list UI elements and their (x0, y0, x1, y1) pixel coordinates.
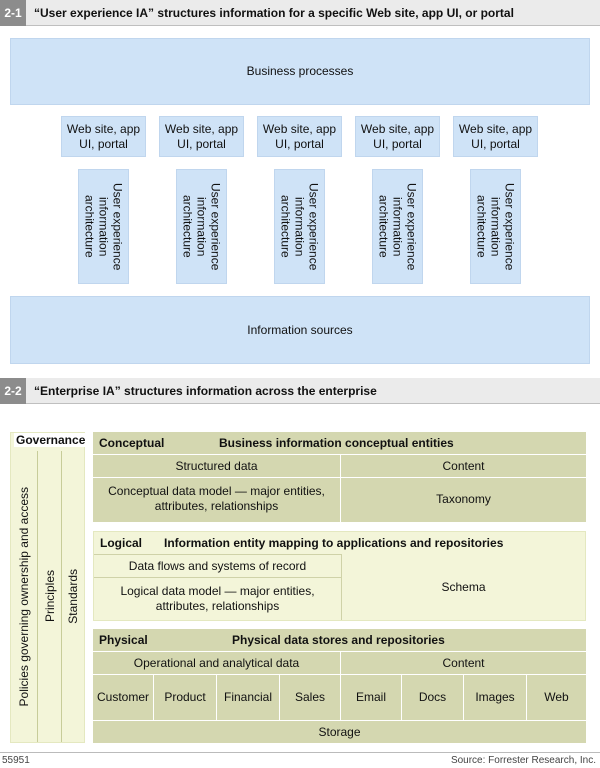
governance-principles: Principles (38, 451, 61, 742)
figure-header-2: 2-2 “Enterprise IA” structures informati… (0, 378, 600, 404)
footer-divider (0, 752, 600, 753)
figure-id: 55951 (2, 755, 30, 766)
ux-ia-box-3: User experience information architecture (274, 169, 325, 284)
customer-cell: Customer (96, 689, 149, 704)
web-cell: Web (544, 689, 569, 704)
figure-title: “Enterprise IA” structures information a… (34, 384, 377, 398)
logical-panel: Logical Information entity mapping to ap… (93, 531, 586, 621)
logical-data-model: Logical data model — major entities, att… (120, 584, 315, 613)
content-header: Content (442, 655, 485, 670)
figure-header-1: 2-1 “User experience IA” structures info… (0, 0, 600, 26)
data-flows: Data flows and systems of record (128, 558, 307, 573)
ux-ia-label: User experience information architecture (278, 182, 321, 271)
divider (61, 451, 62, 742)
ux-ia-label: User experience information architecture (474, 182, 517, 271)
physical-label: Physical (99, 633, 148, 647)
figure-title: “User experience IA” structures informat… (34, 6, 514, 20)
email-cell: Email (355, 689, 386, 704)
divider (37, 451, 38, 742)
information-sources-label: Information sources (247, 322, 353, 337)
business-processes-label: Business processes (246, 64, 354, 78)
governance-policies-label: Policies governing ownership and access (17, 486, 31, 707)
site-box-4: Web site, app UI, portal (355, 116, 440, 157)
governance-principles-label: Principles (42, 570, 57, 623)
storage-cell: Storage (318, 724, 361, 739)
logical-title: Information entity mapping to applicatio… (164, 536, 504, 550)
images-cell: Images (475, 689, 515, 704)
governance-title: Governance (14, 433, 88, 447)
conceptual-panel: Conceptual Business information conceptu… (93, 432, 586, 522)
ux-ia-label: User experience information architecture (82, 182, 125, 271)
conceptual-title: Business information conceptual entities (219, 436, 454, 450)
content-header: Content (442, 458, 485, 473)
figure-number: 2-2 (0, 378, 26, 404)
site-box-1: Web site, app UI, portal (61, 116, 146, 157)
figure-number: 2-1 (0, 0, 26, 26)
structured-data-header: Structured data (175, 458, 258, 473)
site-box-5: Web site, app UI, portal (453, 116, 538, 157)
business-processes-box: Business processes (10, 38, 590, 105)
site-box-2: Web site, app UI, portal (159, 116, 244, 157)
ux-ia-box-4: User experience information architecture (372, 169, 423, 284)
information-sources-box: Information sources (10, 296, 590, 364)
logical-label: Logical (100, 536, 143, 550)
ux-ia-box-2: User experience information architecture (176, 169, 227, 284)
taxonomy: Taxonomy (436, 491, 491, 506)
operational-data-header: Operational and analytical data (133, 655, 300, 670)
docs-cell: Docs (418, 689, 447, 704)
ux-ia-box-5: User experience information architecture (470, 169, 521, 284)
ux-ia-label: User experience information architecture (376, 182, 419, 271)
physical-title: Physical data stores and repositories (232, 633, 445, 647)
ux-ia-box-1: User experience information architecture (78, 169, 129, 284)
conceptual-data-model: Conceptual data model — major entities, … (108, 484, 325, 513)
schema: Schema (441, 580, 486, 594)
conceptual-label: Conceptual (99, 436, 165, 450)
site-box-3: Web site, app UI, portal (257, 116, 342, 157)
governance-standards-label: Standards (66, 569, 80, 624)
product-cell: Product (164, 689, 206, 704)
source-credit: Source: Forrester Research, Inc. (450, 755, 596, 766)
physical-panel: Physical Physical data stores and reposi… (93, 629, 586, 743)
governance-box (10, 432, 85, 743)
ux-ia-label: User experience information architecture (180, 182, 223, 271)
financial-cell: Financial (223, 689, 273, 704)
governance-standards: Standards (62, 451, 84, 742)
sales-cell: Sales (294, 689, 326, 704)
governance-policies: Policies governing ownership and access (11, 451, 37, 742)
